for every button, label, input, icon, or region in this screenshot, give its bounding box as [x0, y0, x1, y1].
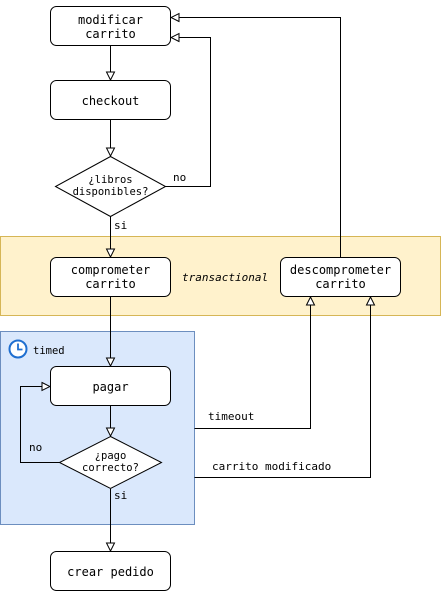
transactional-label: transactional	[182, 271, 268, 284]
node-descomprometer-line1: descomprometer	[290, 263, 391, 277]
node-modificar-carrito: modificar carrito	[50, 6, 171, 46]
node-checkout: checkout	[50, 80, 171, 120]
node-libros-disponibles: ¿libros disponibles?	[54, 155, 167, 218]
node-checkout-label: checkout	[82, 94, 140, 108]
node-comprometer-carrito: comprometer carrito	[50, 257, 171, 297]
node-crear-pedido: crear pedido	[50, 551, 171, 591]
edge-label-carrito-modificado: carrito modificado	[212, 460, 331, 473]
node-pagar-label: pagar	[92, 380, 128, 394]
edge-modificado-descomprometer	[194, 297, 371, 478]
clock-icon	[8, 339, 28, 359]
timed-group	[0, 331, 195, 525]
node-pago-line1: ¿pago	[95, 450, 127, 462]
node-libros-line2: disponibles?	[73, 186, 149, 198]
node-descomprometer-carrito: descomprometer carrito	[280, 257, 401, 297]
edge-label-no-pago: no	[29, 441, 42, 454]
node-descomprometer-line2: carrito	[315, 277, 366, 291]
node-pago-line2: correcto?	[82, 462, 139, 474]
edge-descomprometer-modificar	[171, 18, 341, 257]
edge-label-si-pago: si	[114, 489, 127, 502]
timed-label: timed	[33, 345, 65, 357]
node-comprometer-line1: comprometer	[71, 263, 150, 277]
node-pago-correcto: ¿pago correcto?	[58, 435, 163, 490]
edge-label-timeout: timeout	[208, 410, 254, 423]
node-modificar-line2: carrito	[85, 27, 136, 41]
node-pagar: pagar	[50, 366, 171, 406]
edge-pago-no-pagar	[20, 387, 62, 463]
node-crear-label: crear pedido	[67, 565, 154, 579]
edge-libros-no-modificar	[165, 38, 211, 187]
edge-label-no-libros: no	[173, 171, 186, 184]
edge-timeout-descomprometer	[194, 297, 311, 429]
edge-label-si-libros: si	[114, 219, 127, 232]
node-libros-line1: ¿libros	[88, 174, 132, 186]
node-modificar-line1: modificar	[78, 13, 143, 27]
edges	[20, 18, 371, 552]
node-comprometer-line2: carrito	[85, 277, 136, 291]
